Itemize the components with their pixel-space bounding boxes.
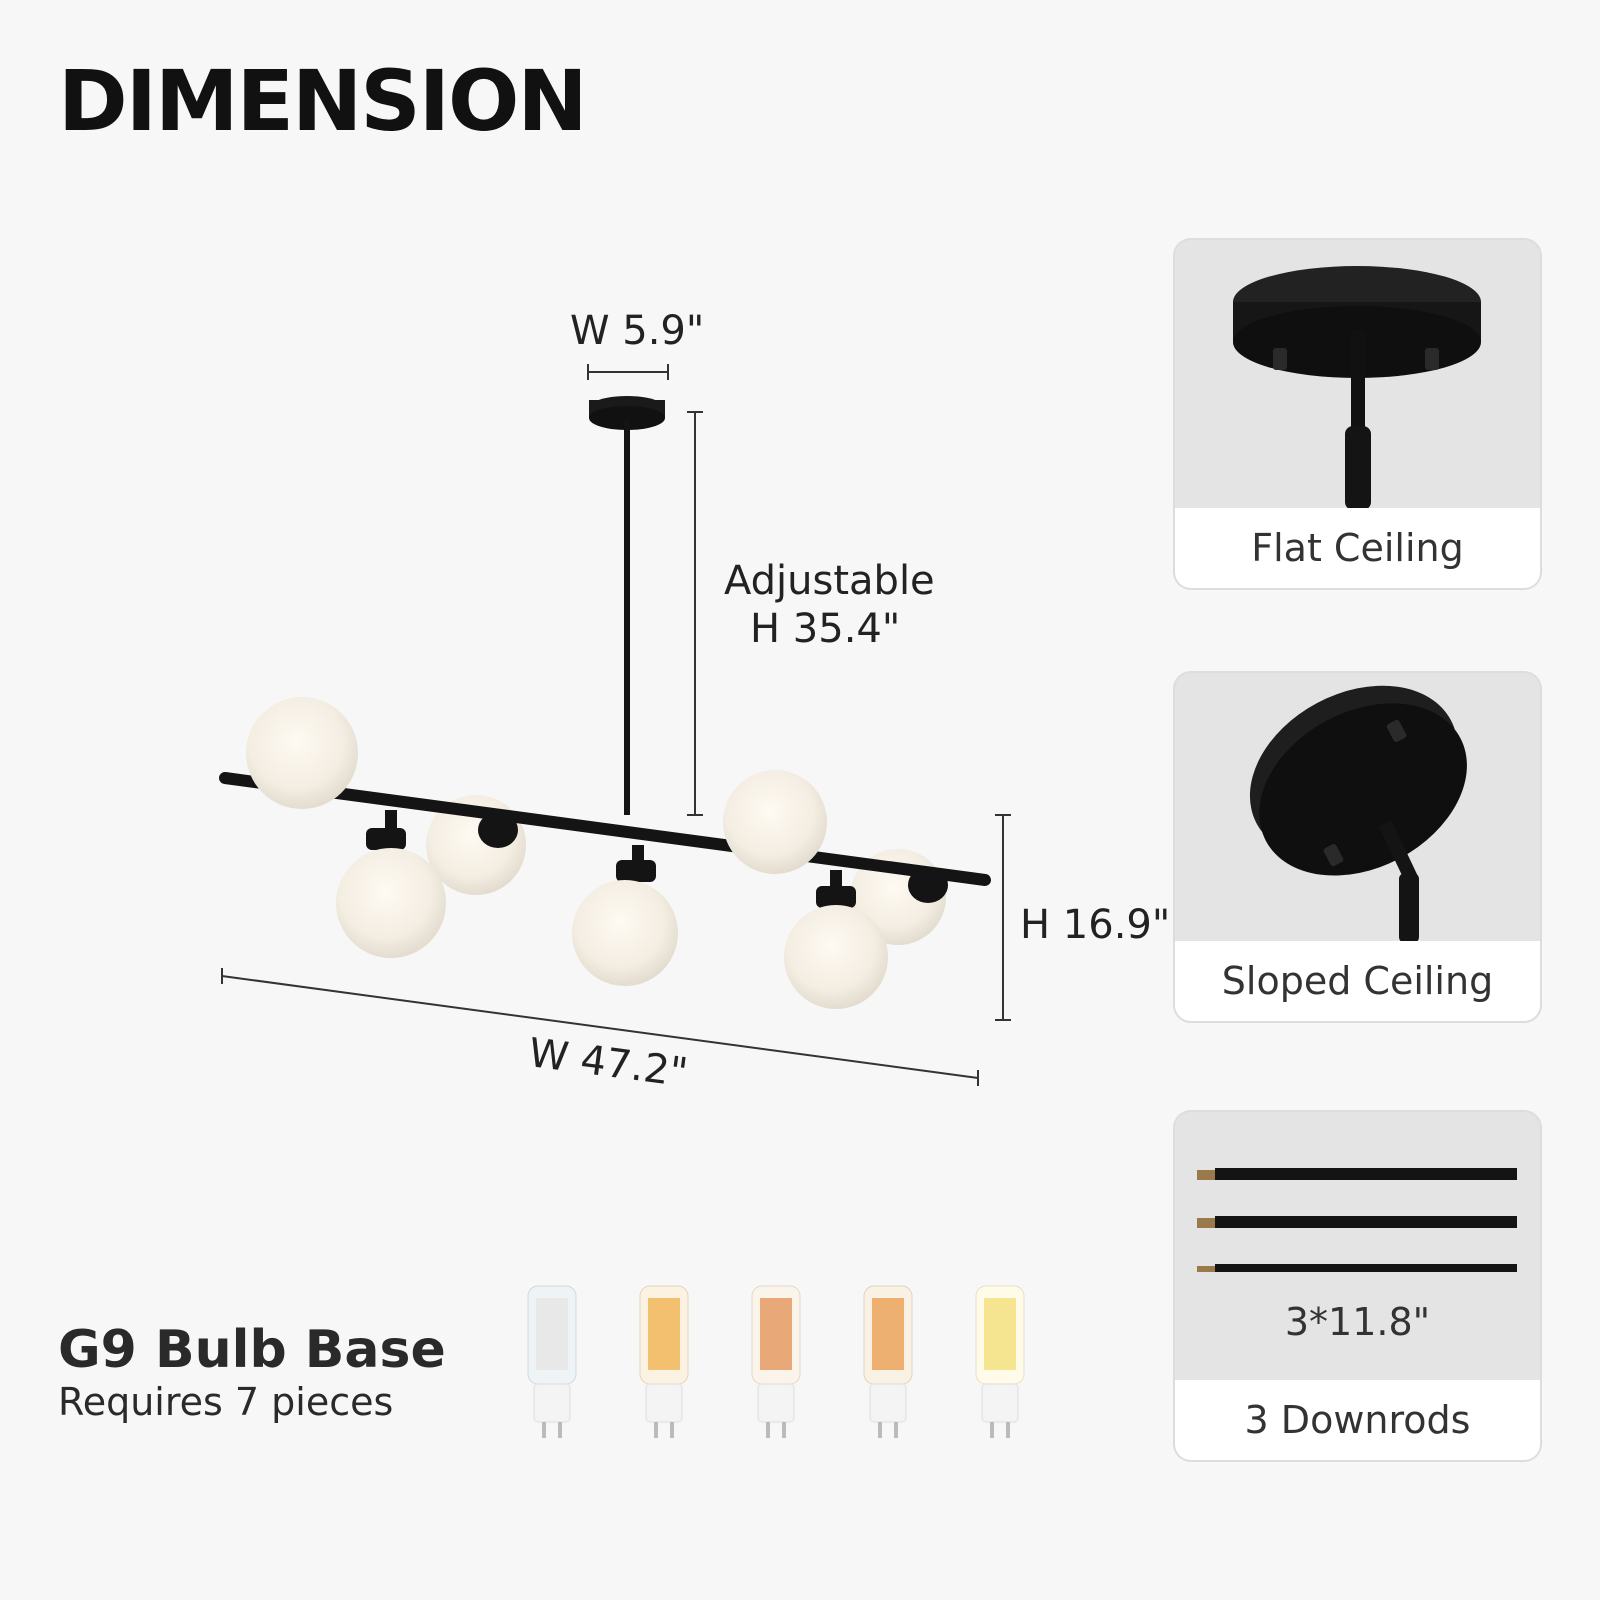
bulb-base-title: G9 Bulb Base (58, 1320, 446, 1380)
bulb-icon (751, 1285, 801, 1438)
bulb-icon (975, 1285, 1025, 1438)
sloped-ceiling-caption: Sloped Ceiling (1175, 941, 1540, 1021)
flat-ceiling-panel: Flat Ceiling (1173, 238, 1542, 590)
sloped-canopy-icon (1249, 685, 1467, 943)
fixture-height-label: H 16.9" (1020, 902, 1171, 948)
adjustable-label: Adjustable (724, 558, 935, 604)
g9-bulbs-illustration (527, 1285, 1025, 1438)
bulb-icon (639, 1285, 689, 1438)
bulb-icon (527, 1285, 577, 1438)
sloped-ceiling-panel: Sloped Ceiling (1173, 671, 1542, 1023)
flat-ceiling-caption: Flat Ceiling (1175, 508, 1540, 588)
downrods-caption: 3 Downrods (1175, 1380, 1540, 1460)
page-title: DIMENSION (58, 52, 588, 150)
bulb-quantity-subtitle: Requires 7 pieces (58, 1380, 394, 1424)
canopy-width-label: W 5.9" (570, 308, 705, 354)
flat-canopy-icon (1233, 266, 1481, 510)
adjustable-height-label: H 35.4" (750, 606, 901, 652)
downrod-length-note: 3*11.8" (1284, 1300, 1431, 1344)
downrods-icon (1197, 1168, 1517, 1272)
chandelier-illustration (219, 364, 1011, 1086)
bulb-icon (863, 1285, 913, 1438)
downrods-panel: 3*11.8" 3 Downrods (1173, 1110, 1542, 1462)
